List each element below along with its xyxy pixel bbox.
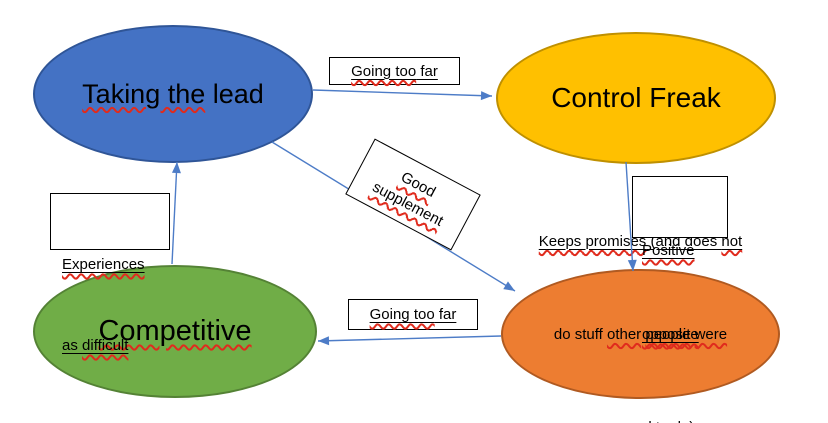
label-segment: Experiences bbox=[62, 256, 145, 273]
label-segment: far bbox=[416, 62, 438, 80]
node-taking-the-lead: Taking the lead bbox=[33, 25, 313, 163]
edge-label-experiences-as-difficult: Experiences as difficult bbox=[50, 193, 170, 354]
label-segment: do stuff bbox=[553, 325, 607, 343]
edge-label-text: Going too far bbox=[351, 63, 438, 80]
arrow-keeps-to-competitive bbox=[317, 335, 502, 346]
label-segment: far bbox=[434, 306, 457, 323]
arrow-control-to-keeps bbox=[625, 161, 637, 272]
node-control-freak: Control Freak bbox=[496, 32, 776, 164]
label-segment: opposite bbox=[642, 326, 699, 343]
node-competitive-label: Competitive bbox=[98, 315, 252, 347]
node-control-freak-label: Control Freak bbox=[551, 82, 721, 113]
label-line-1: Experiences bbox=[62, 251, 169, 278]
node-taking-the-lead-label: Taking the lead bbox=[82, 79, 264, 110]
label-segment: lead bbox=[205, 78, 264, 109]
label-line-2: do stuff other people were bbox=[539, 319, 742, 350]
edge-label-text: Going too far bbox=[370, 306, 457, 323]
label-segment: difficult bbox=[82, 337, 129, 354]
label-segment: other bbox=[606, 325, 642, 343]
label-line-2: opposite bbox=[642, 321, 727, 349]
arrow-competitive-to-taking bbox=[171, 161, 181, 265]
label-segment: as bbox=[62, 337, 83, 354]
node-competitive: Competitive bbox=[33, 265, 317, 398]
label-segment: Going too bbox=[351, 62, 417, 80]
label-segment: Taking the bbox=[82, 78, 206, 109]
edge-label-going-too-far-top: Going too far bbox=[329, 57, 460, 85]
arrow-taking-to-control bbox=[312, 89, 493, 101]
edge-label-positive-opposite: Positive opposite bbox=[632, 176, 728, 343]
label-segment: Going too bbox=[369, 306, 435, 323]
label-segment: people bbox=[645, 325, 691, 343]
label-segment: supposed bbox=[587, 419, 652, 423]
label-line-1: Positive bbox=[642, 237, 727, 265]
label-segment: to bbox=[656, 419, 669, 423]
label-segment: Positive bbox=[642, 242, 695, 259]
edge-label-going-too-far-bottom: Going too far bbox=[348, 299, 478, 330]
label-segment: ) bbox=[689, 419, 694, 423]
label-line-2: as difficult bbox=[62, 332, 169, 359]
label-line-3: supposed to do) bbox=[539, 412, 742, 423]
label-segment: were bbox=[694, 325, 728, 343]
label-segment: do bbox=[673, 419, 690, 423]
